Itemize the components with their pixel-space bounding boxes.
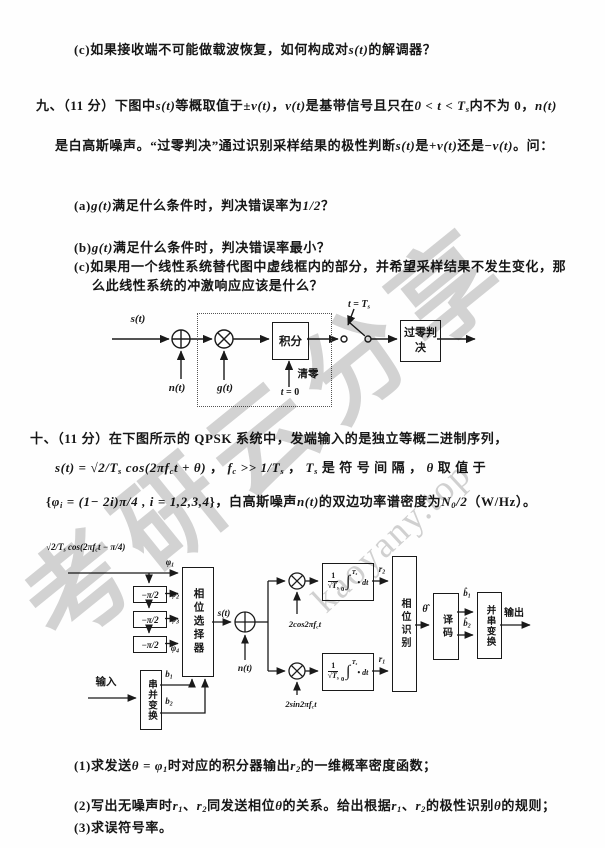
question9-a: (a)g(t)满足什么条件时，判决错误率为1/2？ bbox=[74, 198, 335, 213]
phase-recognition-label: 相位识别 bbox=[399, 598, 410, 650]
phase-selector-label: 相位选择器 bbox=[192, 588, 204, 656]
question10-intro-1: 十、（11 分）在下图所示的 QPSK 系统中，发端输入的是独立等概二进制序列， bbox=[30, 431, 508, 446]
cos-carrier-label: 2cos2πfct bbox=[288, 619, 322, 631]
b1-label: b1 bbox=[165, 669, 173, 681]
r2-label: r2 bbox=[378, 564, 386, 576]
sample-time-label: t = Ts bbox=[347, 299, 371, 311]
question10-task-1: (1)求发送θ = φ1时对应的积分器输出r2的一维概率密度函数； bbox=[74, 758, 437, 775]
integrator-box-top: 1 √Ts Ts ∫ 0 • dt bbox=[322, 563, 374, 601]
zero-crossing-decision-label: 过零判决 bbox=[404, 327, 437, 354]
phi2-label: φ2 bbox=[170, 589, 180, 601]
parallel-to-serial-box: 并串变换 bbox=[477, 592, 502, 659]
question10-task-3: (3)求误符号率。 bbox=[74, 820, 173, 835]
b2-label: b2 bbox=[165, 696, 173, 708]
gate-g-label: g(t) bbox=[217, 382, 233, 394]
integrator-box: 积分 bbox=[272, 322, 309, 360]
phi4-label: φ4 bbox=[170, 643, 180, 655]
prev-question-c: (c)如果接收端不可能做载波恢复，如何构成对s(t)的解调器？ bbox=[74, 42, 437, 57]
receiver-block-diagram: s(t) n(t) g(t) 积分 清零 t = 0 t = Ts 过零判决 bbox=[100, 295, 580, 415]
noise-n-label: n(t) bbox=[168, 382, 186, 394]
b1-hat-label: b̂1 bbox=[463, 588, 471, 600]
fraction-denominator: √Ts bbox=[327, 580, 339, 592]
phase-shift-box-3: −π/2 bbox=[133, 636, 167, 653]
phase-shift-label: −π/2 bbox=[141, 589, 159, 600]
question9-b: (b)g(t)满足什么条件时，判决错误率最小？ bbox=[74, 240, 331, 255]
integral-upper-limit: Ts bbox=[351, 659, 358, 667]
phase-selector-box: 相位选择器 bbox=[182, 567, 214, 677]
r1-label: r1 bbox=[378, 654, 386, 666]
zero-crossing-decision-box: 过零判决 bbox=[400, 320, 441, 362]
decoder-label: 译码 bbox=[440, 613, 452, 640]
phase-shift-box-1: −π/2 bbox=[133, 586, 167, 603]
integral-upper-limit: Ts bbox=[351, 569, 358, 577]
integral-lower-limit: 0 bbox=[340, 586, 345, 593]
signal-s-label: s(t) bbox=[130, 313, 146, 325]
clear-label: 清零 bbox=[297, 369, 319, 380]
question9-intro-1: 九、（11 分）下图中s(t)等概取值于±v(t)，v(t)是基带信号且只在0 … bbox=[36, 98, 557, 115]
integrand-label: • dt bbox=[357, 667, 369, 677]
n-of-t-label: n(t) bbox=[237, 664, 253, 674]
output-label: 输出 bbox=[504, 608, 524, 619]
question10-intro-2: s(t) = √2/Ts cos(2πfct + θ) ， fc >> 1/Ts… bbox=[55, 460, 487, 477]
phase-recognition-box: 相位识别 bbox=[392, 556, 417, 692]
fraction-numerator: 1 bbox=[328, 571, 339, 582]
question9-c-1: (c)如果用一个线性系统替代图中虚线框内的部分，并希望采样结果不发生变化，那 bbox=[74, 259, 567, 274]
question9-c-2: 么此线性系统的冲激响应应该是什么？ bbox=[92, 278, 324, 293]
carrier-formula-label: √2/Ts cos(2πfct − π/4) bbox=[46, 542, 126, 554]
integral-sign: Ts ∫ 0 bbox=[340, 659, 357, 683]
serial-to-parallel-label: 串并变换 bbox=[146, 679, 156, 721]
question10-task-2: (2)写出无噪声时r1、r2同发送相位θ的关系。给出根据r1、r2的极性识别θ的… bbox=[74, 798, 556, 815]
phi1-label: φ1 bbox=[165, 557, 175, 569]
integral-glyph: ∫ bbox=[345, 663, 351, 680]
fraction-denominator: √Ts bbox=[327, 670, 339, 682]
integral-lower-limit: 0 bbox=[340, 676, 345, 683]
phase-shift-label: −π/2 bbox=[141, 614, 159, 625]
integrand-label: • dt bbox=[357, 577, 369, 587]
theta-hat-label: θ̂ bbox=[422, 604, 428, 615]
integral-glyph: ∫ bbox=[345, 573, 351, 590]
connector-lines bbox=[112, 308, 476, 387]
b2-hat-label: b̂2 bbox=[463, 618, 471, 630]
fraction-numerator: 1 bbox=[328, 661, 339, 672]
phi3-label: φ3 bbox=[170, 614, 180, 626]
connector-lines bbox=[68, 569, 531, 714]
clear-time-label: t = 0 bbox=[280, 387, 300, 398]
serial-to-parallel-box: 串并变换 bbox=[140, 670, 162, 730]
s-of-t-label: s(t) bbox=[217, 609, 231, 619]
decoder-box: 译码 bbox=[433, 593, 459, 660]
question10-intro-3: {φi = (1− 2i)π/4 , i = 1,2,3,4}，白高斯噪声n(t… bbox=[46, 494, 537, 511]
phase-shift-box-2: −π/2 bbox=[133, 611, 167, 628]
qpsk-block-diagram: √2/Ts cos(2πfct − π/4) φ1 −π/2 −π/2 −π/2… bbox=[30, 540, 590, 740]
input-label: 输入 bbox=[95, 677, 117, 688]
integrator-gain-fraction: 1 √Ts bbox=[327, 571, 339, 592]
phase-shift-label: −π/2 bbox=[141, 639, 159, 650]
parallel-to-serial-label: 并串变换 bbox=[484, 604, 495, 647]
sin-carrier-label: 2sin2πfct bbox=[285, 699, 317, 711]
integrator-box-bottom: 1 √Ts Ts ∫ 0 • dt bbox=[322, 653, 374, 691]
integral-sign: Ts ∫ 0 bbox=[340, 569, 357, 593]
integrator-box-label: 积分 bbox=[279, 336, 302, 348]
question9-intro-2: 是白高斯噪声。“过零判决”通过识别采样结果的极性判断s(t)是+v(t)还是−v… bbox=[55, 138, 554, 153]
integrator-gain-fraction: 1 √Ts bbox=[327, 661, 339, 682]
dashed-subsystem-frame bbox=[197, 313, 332, 407]
